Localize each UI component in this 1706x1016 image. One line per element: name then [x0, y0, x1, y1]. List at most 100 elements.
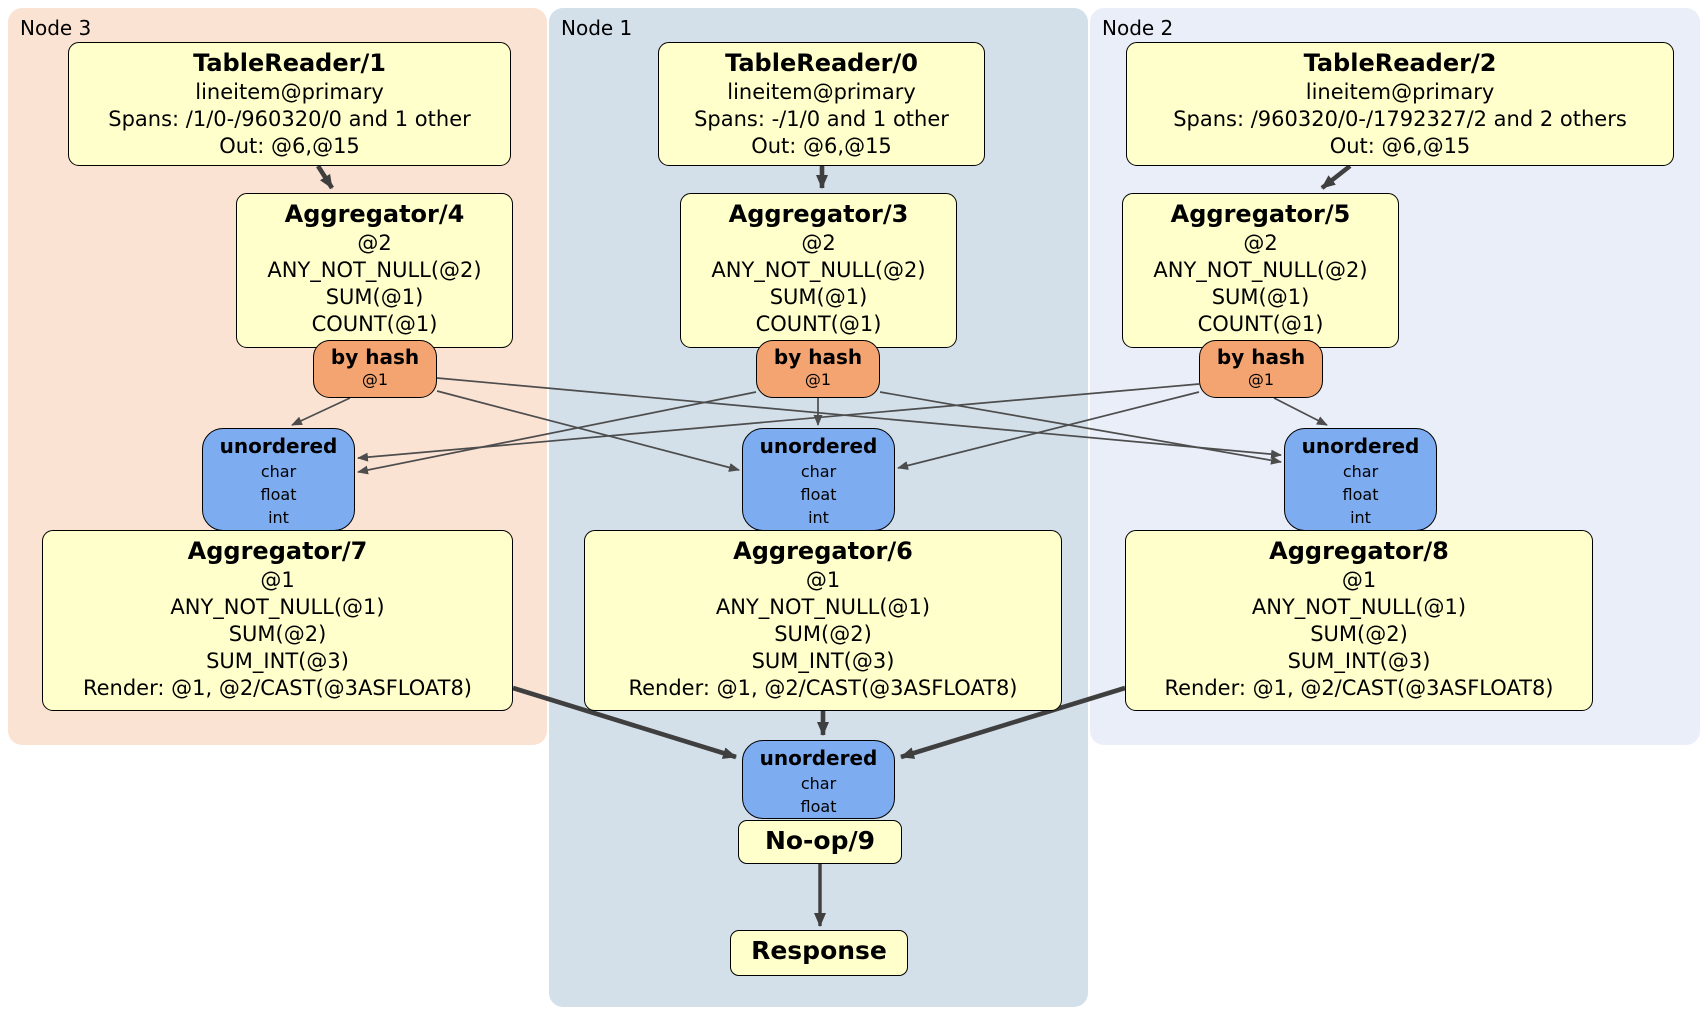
by-hash-router-node1: by hash @1: [756, 340, 880, 398]
router-key: @1: [804, 370, 832, 389]
stream-col: float: [800, 797, 837, 816]
edge-agg7-merge: [512, 685, 737, 760]
box-title: Aggregator/3: [728, 200, 909, 228]
stream-title: unordered: [1301, 434, 1420, 458]
edge-agg8-merge: [900, 685, 1126, 760]
group-line: @2: [357, 231, 392, 255]
stream-col: int: [1350, 508, 1371, 527]
agg-line: SUM(@1): [1211, 285, 1310, 309]
agg-line: SUM(@2): [774, 622, 872, 646]
render-line: Render: @1, @2/CAST(@3ASFLOAT8): [1164, 676, 1554, 700]
agg-line: ANY_NOT_NULL(@1): [715, 595, 931, 619]
table-reader-0-box: TableReader/0 lineitem@primary Spans: -/…: [658, 42, 985, 166]
out-line: Out: @6,@15: [1329, 134, 1471, 158]
stream-col: char: [800, 774, 837, 793]
node1-label: Node 1: [561, 16, 633, 40]
by-hash-router-node3: by hash @1: [313, 340, 437, 398]
group-line: @1: [260, 568, 295, 592]
node3-label: Node 3: [20, 16, 92, 40]
agg-line: ANY_NOT_NULL(@1): [170, 595, 385, 619]
agg-line: SUM(@1): [769, 285, 868, 309]
agg-line: SUM_INT(@3): [751, 649, 895, 673]
unordered-stream-node1: unordered char float int: [742, 428, 895, 531]
render-line: Render: @1, @2/CAST(@3ASFLOAT8): [82, 676, 473, 700]
box-title: TableReader/2: [1303, 49, 1497, 77]
box-title: No-op/9: [764, 826, 876, 855]
spans-line: Spans: /960320/0-/1792327/2 and 2 others: [1173, 107, 1627, 131]
edge-hash2-un3: [357, 383, 1200, 462]
table-reader-2-box: TableReader/2 lineitem@primary Spans: /9…: [1126, 42, 1674, 166]
agg-line: COUNT(@1): [1197, 312, 1324, 336]
node2-label: Node 2: [1102, 16, 1174, 40]
edge-hash2-un1: [897, 391, 1200, 470]
agg-line: ANY_NOT_NULL(@2): [1153, 258, 1368, 282]
edge-tr1-agg4: [316, 164, 334, 190]
agg-line: SUM(@2): [228, 622, 327, 646]
aggregator-6-box: Aggregator/6 @1 ANY_NOT_NULL(@1) SUM(@2)…: [584, 530, 1062, 711]
by-hash-router-node2: by hash @1: [1199, 340, 1323, 398]
aggregator-7-box: Aggregator/7 @1 ANY_NOT_NULL(@1) SUM(@2)…: [42, 530, 513, 711]
agg-line: COUNT(@1): [755, 312, 882, 336]
stream-col: float: [1342, 485, 1379, 504]
box-title: Aggregator/7: [187, 537, 368, 565]
group-line: @1: [1341, 568, 1377, 592]
spans-line: Spans: /1/0-/960320/0 and 1 other: [108, 107, 471, 131]
box-title: TableReader/1: [193, 49, 386, 77]
no-op-9-box: No-op/9: [738, 820, 902, 864]
out-line: Out: @6,@15: [219, 134, 360, 158]
agg-line: SUM_INT(@3): [1287, 649, 1431, 673]
response-box: Response: [730, 930, 908, 976]
stream-col: char: [800, 462, 837, 481]
box-title: Response: [751, 936, 887, 965]
box-title: Aggregator/8: [1269, 537, 1449, 565]
box-title: Aggregator/5: [1170, 200, 1351, 228]
router-title: by hash: [330, 345, 420, 369]
group-line: @2: [801, 231, 836, 255]
aggregator-5-box: Aggregator/5 @2 ANY_NOT_NULL(@2) SUM(@1)…: [1122, 193, 1399, 348]
edge-hash1-un2: [879, 391, 1282, 465]
edge-tr2-agg5: [1320, 164, 1352, 190]
render-line: Render: @1, @2/CAST(@3ASFLOAT8): [628, 676, 1018, 700]
edge-hash3-un2: [436, 377, 1282, 459]
index-line: lineitem@primary: [727, 80, 916, 104]
spans-line: Spans: -/1/0 and 1 other: [694, 107, 949, 131]
router-key: @1: [1247, 370, 1275, 389]
edge-hash3-un3: [291, 397, 351, 426]
aggregator-8-box: Aggregator/8 @1 ANY_NOT_NULL(@1) SUM(@2)…: [1125, 530, 1593, 711]
agg-line: COUNT(@1): [311, 312, 438, 336]
group-line: @2: [1243, 231, 1278, 255]
router-title: by hash: [773, 345, 863, 369]
table-reader-1-box: TableReader/1 lineitem@primary Spans: /1…: [68, 42, 511, 166]
aggregator-4-box: Aggregator/4 @2 ANY_NOT_NULL(@2) SUM(@1)…: [236, 193, 513, 348]
router-title: by hash: [1216, 345, 1306, 369]
stream-title: unordered: [759, 434, 878, 458]
group-line: @1: [805, 568, 841, 592]
stream-title: unordered: [759, 746, 878, 770]
stream-col: float: [260, 485, 297, 504]
unordered-merge-stream: unordered char float: [742, 740, 895, 819]
agg-line: SUM_INT(@3): [206, 649, 349, 673]
box-title: Aggregator/6: [733, 537, 913, 565]
box-title: Aggregator/4: [284, 200, 465, 228]
router-key: @1: [361, 370, 389, 389]
agg-line: ANY_NOT_NULL(@2): [267, 258, 482, 282]
edge-hash3-un1: [436, 390, 740, 472]
stream-col: char: [260, 462, 297, 481]
stream-col: int: [268, 508, 289, 527]
stream-col: int: [808, 508, 829, 527]
agg-line: ANY_NOT_NULL(@2): [711, 258, 926, 282]
agg-line: ANY_NOT_NULL(@1): [1251, 595, 1467, 619]
aggregator-3-box: Aggregator/3 @2 ANY_NOT_NULL(@2) SUM(@1)…: [680, 193, 957, 348]
index-line: lineitem@primary: [1305, 80, 1495, 104]
edge-hash2-un2: [1273, 397, 1328, 426]
box-title: TableReader/0: [725, 49, 918, 77]
stream-title: unordered: [219, 434, 338, 458]
agg-line: SUM(@2): [1310, 622, 1408, 646]
agg-line: SUM(@1): [325, 285, 424, 309]
stream-col: float: [800, 485, 837, 504]
stream-col: char: [1342, 462, 1379, 481]
index-line: lineitem@primary: [195, 80, 384, 104]
unordered-stream-node3: unordered char float int: [202, 428, 355, 531]
